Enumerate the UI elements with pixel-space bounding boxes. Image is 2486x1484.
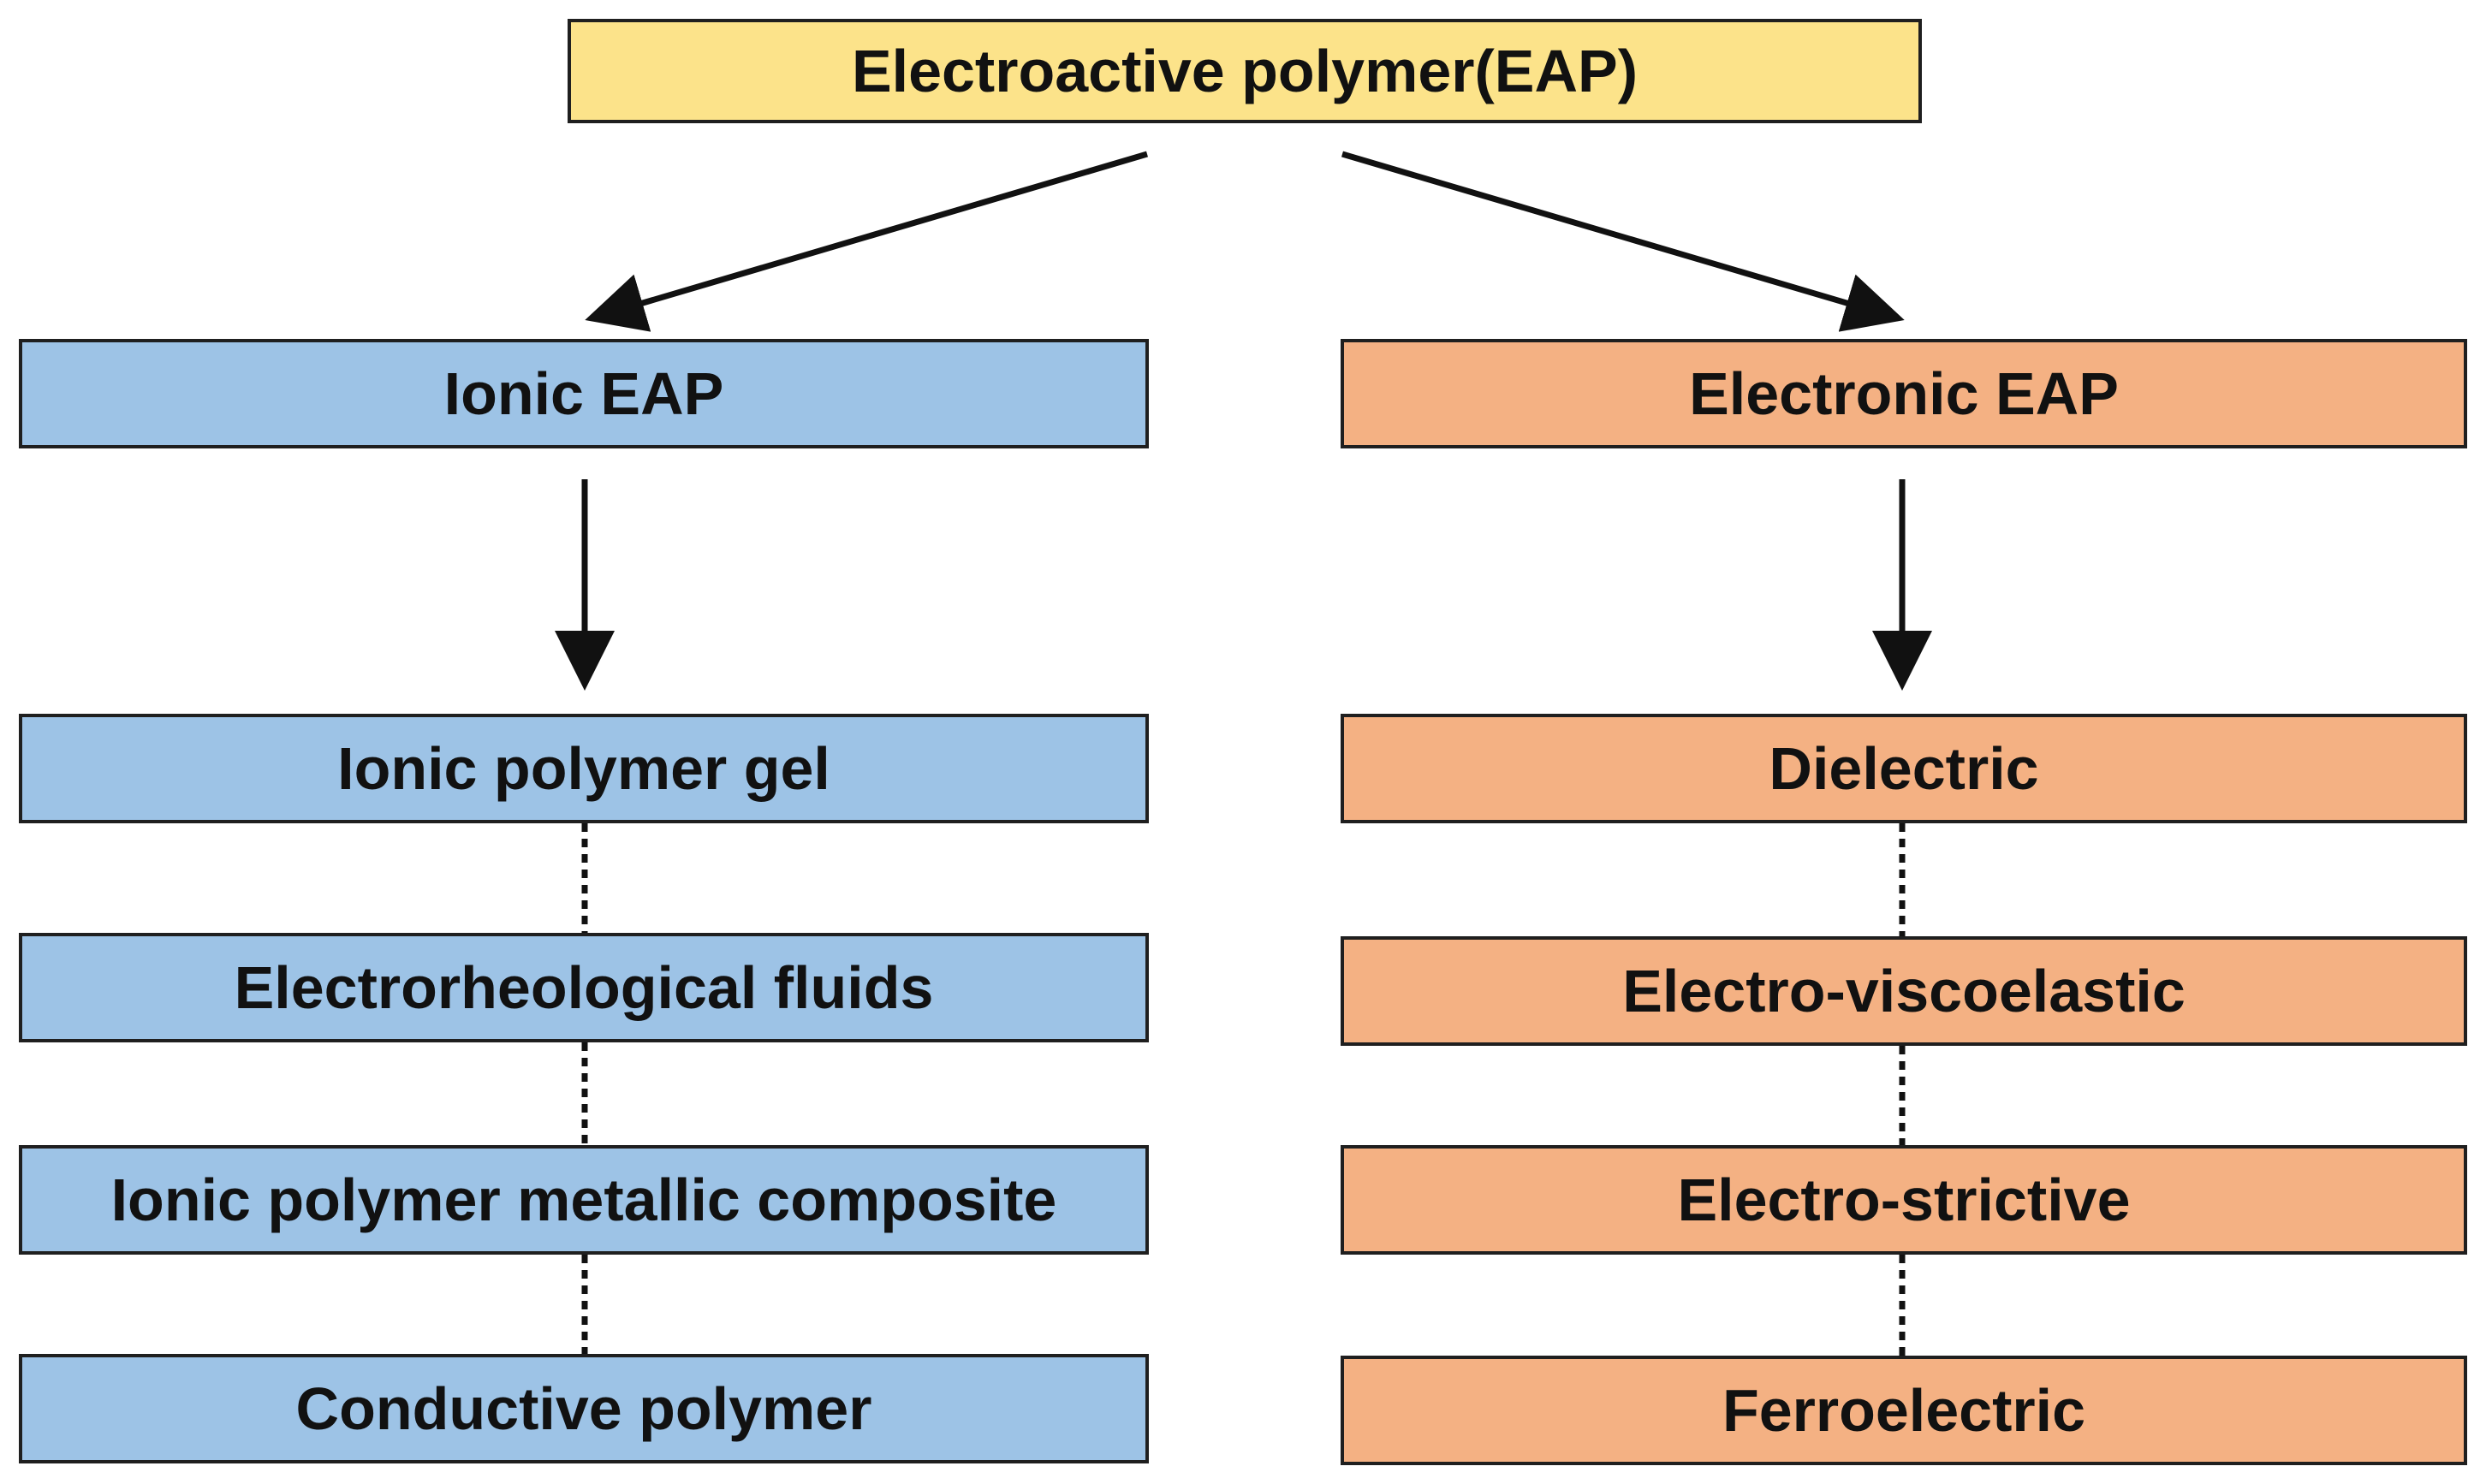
ionic-item-node: Ionic polymer gel bbox=[19, 714, 1149, 823]
ionic-item-node: Ionic polymer metallic composite bbox=[19, 1145, 1149, 1255]
arrow-root-to-ionic bbox=[585, 151, 1148, 332]
arrow-root-to-electronic bbox=[1341, 151, 1905, 332]
root-node: Electroactive polymer(EAP) bbox=[568, 19, 1922, 123]
ionic-item-node: Electrorheological fluids bbox=[19, 933, 1149, 1042]
electronic-item-node: Electro-viscoelastic bbox=[1341, 936, 2467, 1046]
electronic-eap-node: Electronic EAP bbox=[1341, 339, 2467, 448]
electronic-item-node: Electro-strictive bbox=[1341, 1145, 2467, 1255]
electronic-item-node: Dielectric bbox=[1341, 714, 2467, 823]
ionic-item-node: Conductive polymer bbox=[19, 1354, 1149, 1463]
ionic-eap-node: Ionic EAP bbox=[19, 339, 1149, 448]
electronic-item-node: Ferroelectric bbox=[1341, 1356, 2467, 1465]
